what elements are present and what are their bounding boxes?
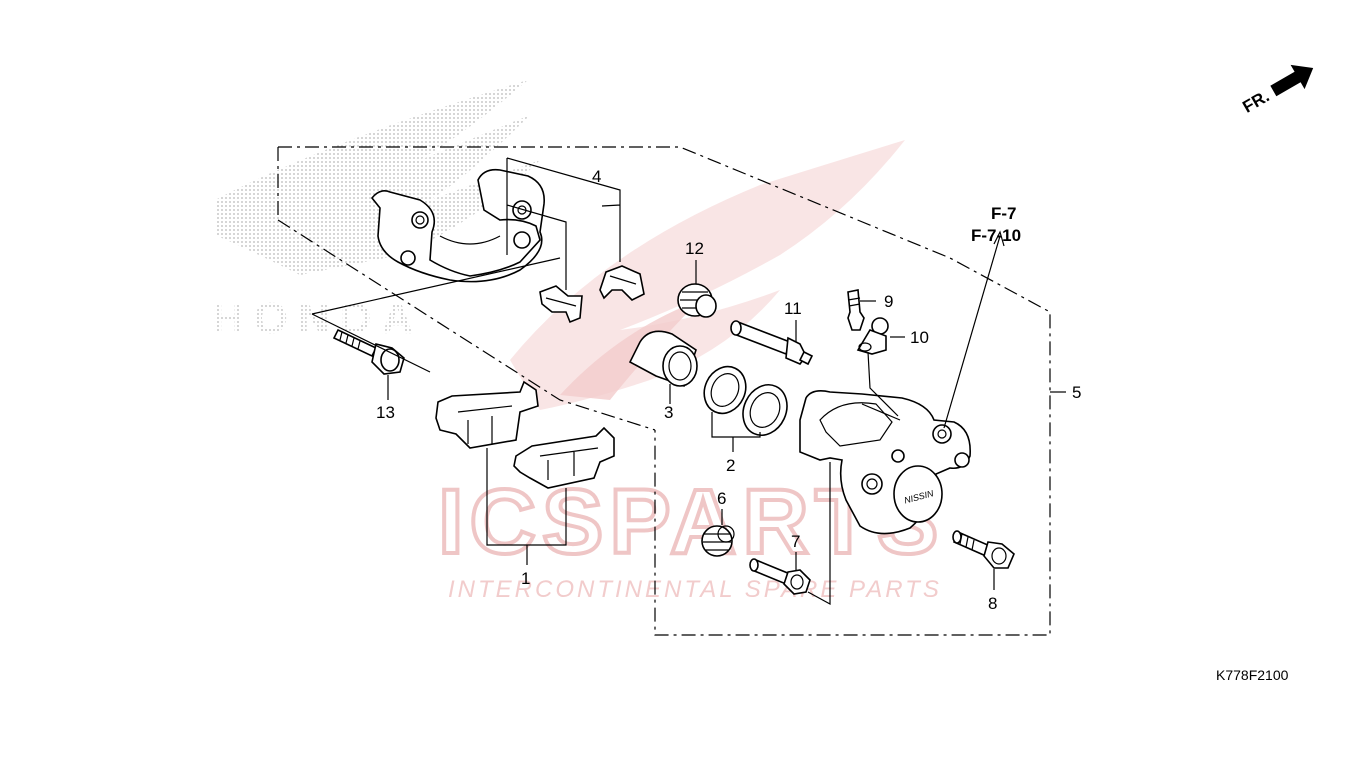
callout-10: 10 — [910, 328, 929, 347]
pad-spring-4[interactable] — [539, 265, 645, 324]
caliper-bracket[interactable] — [311, 168, 561, 373]
callout-9: 9 — [884, 292, 893, 311]
piston-seals-2[interactable] — [697, 360, 795, 443]
pin-boot-6[interactable] — [701, 525, 735, 557]
kit-box-5 — [277, 146, 1051, 636]
caliper-bolt-8[interactable] — [952, 530, 1015, 569]
bleeder-cap-10[interactable] — [856, 317, 889, 355]
callout-2: 2 — [726, 456, 735, 475]
honda-watermark-text: HONDA — [212, 294, 423, 343]
front-direction-label: FR. — [1239, 87, 1272, 117]
callout-5: 5 — [1072, 383, 1081, 402]
bleeder-screw-9[interactable] — [847, 289, 865, 331]
callout-13: 13 — [376, 403, 395, 422]
callout-3: 3 — [664, 403, 673, 422]
pin-bolt-7[interactable] — [749, 558, 811, 595]
reference-f-7-10[interactable]: F-7-10 — [971, 226, 1021, 245]
callout-8: 8 — [988, 594, 997, 613]
piston-3[interactable] — [628, 330, 698, 388]
callout-12: 12 — [685, 239, 704, 258]
callout-labels: 1 2 3 4 5 6 7 8 9 10 11 12 13 — [376, 167, 1081, 613]
honda-wing-watermark: HONDA — [212, 80, 540, 343]
reference-f-7[interactable]: F-7 — [991, 204, 1017, 223]
callout-1: 1 — [521, 569, 530, 588]
arrow-right-icon — [1270, 64, 1314, 97]
callout-6: 6 — [717, 489, 726, 508]
slide-pin-11[interactable] — [730, 320, 814, 366]
pin-boot-12[interactable] — [677, 283, 717, 318]
front-direction-indicator: FR. — [1239, 64, 1314, 117]
tagline-watermark: INTERCONTINENTAL SPARE PARTS — [448, 576, 942, 603]
bracket-box — [277, 219, 656, 431]
callout-7: 7 — [791, 532, 800, 551]
drawing-code: K778F2100 — [1216, 667, 1289, 683]
section-references[interactable]: F-7 F-7-10 — [971, 204, 1021, 245]
icsparts-wing-watermark — [510, 140, 905, 410]
callout-4: 4 — [592, 167, 601, 186]
bracket-bolt-13[interactable] — [332, 328, 405, 375]
caliper-body-5[interactable]: NISSIN — [799, 390, 971, 535]
callout-11: 11 — [784, 299, 802, 318]
brake-pad-set-1[interactable] — [435, 380, 615, 489]
